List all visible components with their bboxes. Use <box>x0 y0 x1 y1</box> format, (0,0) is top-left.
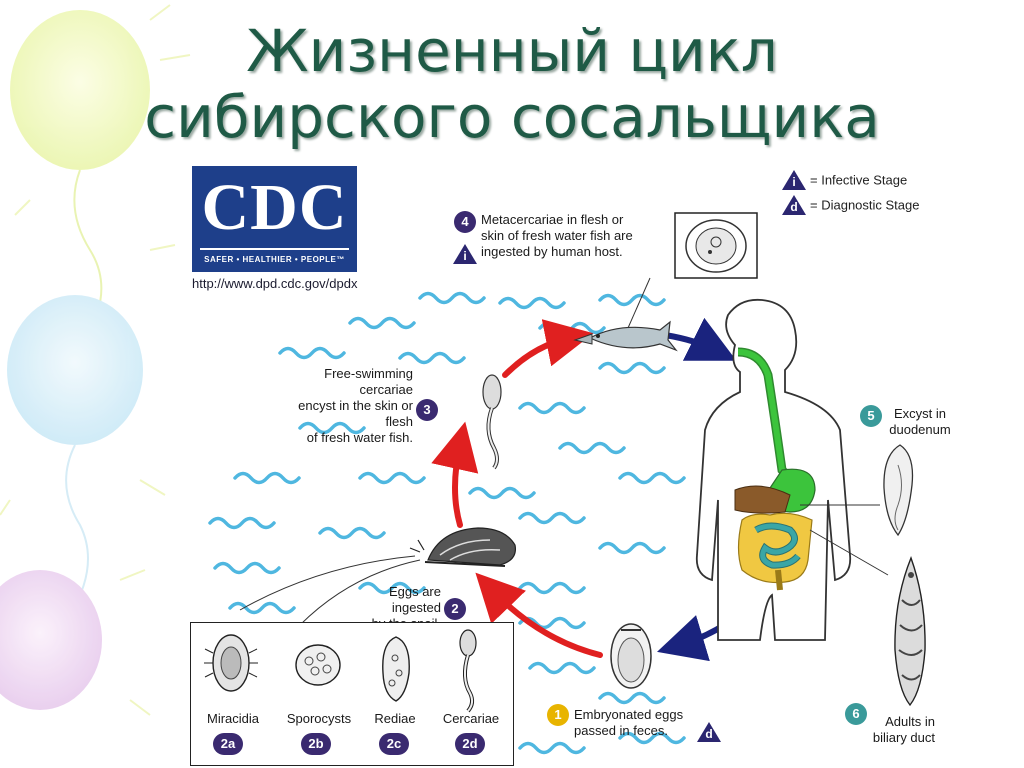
substage-name-rediae: Rediae <box>374 711 416 726</box>
human-body-illustration <box>695 298 889 641</box>
legend-infective-text: = Infective Stage <box>810 172 908 188</box>
step-1-diagnostic-icon: d <box>697 722 721 742</box>
step-5-badge: 5 <box>860 405 882 427</box>
source-url: http://www.dpd.cdc.gov/dpdx <box>192 276 358 291</box>
step-6-badge: 6 <box>845 703 867 725</box>
page-title: Жизненный цикл сибирского сосальщика <box>0 18 1024 150</box>
cercaria-larva <box>482 374 502 470</box>
legend-infective: i= Infective Stage <box>782 170 907 190</box>
snail-stages-panel: Miracidia Sporocysts Rediae Cercariae 2a… <box>190 622 514 766</box>
decorative-balloons <box>0 4 191 716</box>
miracidium-illustration <box>204 634 258 692</box>
diagnostic-stage-icon: d <box>782 195 806 215</box>
sporocyst-illustration <box>295 644 341 686</box>
step-2-badge: 2 <box>444 598 466 620</box>
substage-badge-2d: 2d <box>455 733 485 755</box>
step-4-infective-icon: i <box>453 244 477 264</box>
snail-stages-art <box>204 629 477 713</box>
substage-badge-2a: 2a <box>213 733 243 755</box>
legend-diagnostic-text: = Diagnostic Stage <box>810 197 920 213</box>
redia-illustration <box>382 636 410 702</box>
substage-name-sporocysts: Sporocysts <box>286 711 352 726</box>
egg-illustration <box>610 623 652 689</box>
step-3-badge: 3 <box>416 399 438 421</box>
fish-illustration <box>573 277 678 352</box>
cdc-logo-bar <box>200 248 349 250</box>
step-1-badge: 1 <box>547 704 569 726</box>
excysted-fluke-illustration <box>883 444 914 537</box>
substage-badge-2c: 2c <box>379 733 409 755</box>
cdc-logo-letters: CDC <box>201 171 348 244</box>
cdc-logo: CDC SAFER • HEALTHIER • PEOPLE™ <box>192 166 357 272</box>
snail-illustration <box>239 527 517 626</box>
substage-badge-2b: 2b <box>301 733 331 755</box>
metacercaria-inset <box>674 212 758 279</box>
step-4-badge: 4 <box>454 211 476 233</box>
substage-name-cercariae: Cercariae <box>442 711 500 726</box>
adult-fluke-illustration <box>894 556 926 707</box>
substage-name-miracidia: Miracidia <box>206 711 259 726</box>
cercaria-illustration <box>459 629 477 713</box>
title-line-2: сибирского сосальщика <box>144 83 880 151</box>
legend-diagnostic: d= Diagnostic Stage <box>782 195 919 215</box>
infective-stage-icon: i <box>782 170 806 190</box>
cdc-tagline: SAFER • HEALTHIER • PEOPLE™ <box>204 255 345 264</box>
title-line-1: Жизненный цикл <box>246 17 778 85</box>
